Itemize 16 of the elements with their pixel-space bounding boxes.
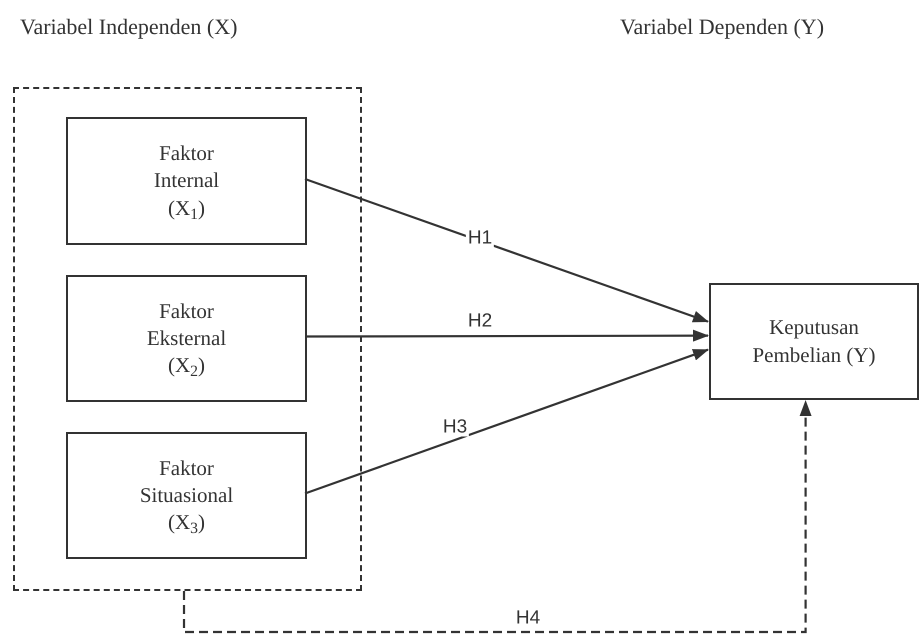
edge-label: H1	[466, 228, 494, 248]
variable-box	[709, 283, 919, 400]
variable-box	[66, 117, 307, 245]
arrow	[304, 178, 709, 323]
dashed-arrow	[182, 400, 812, 634]
variable-box	[66, 432, 307, 559]
arrow	[304, 348, 709, 495]
dashed-group-box	[13, 87, 362, 591]
arrow	[305, 330, 709, 342]
box-label: Faktor Internal (X$_{1}$)	[152, 140, 220, 222]
variable-box	[66, 275, 307, 402]
box-label: Faktor Eksternal (X$_{2}$)	[146, 298, 228, 380]
box-label: Faktor Situasional (X$_{3}$)	[138, 454, 234, 536]
heading-label: Variabel Dependen (Y)	[620, 13, 824, 41]
heading-label: Variabel Independen (X)	[20, 13, 238, 41]
box-label: Keputusan Pembelian (Y)	[751, 314, 877, 368]
